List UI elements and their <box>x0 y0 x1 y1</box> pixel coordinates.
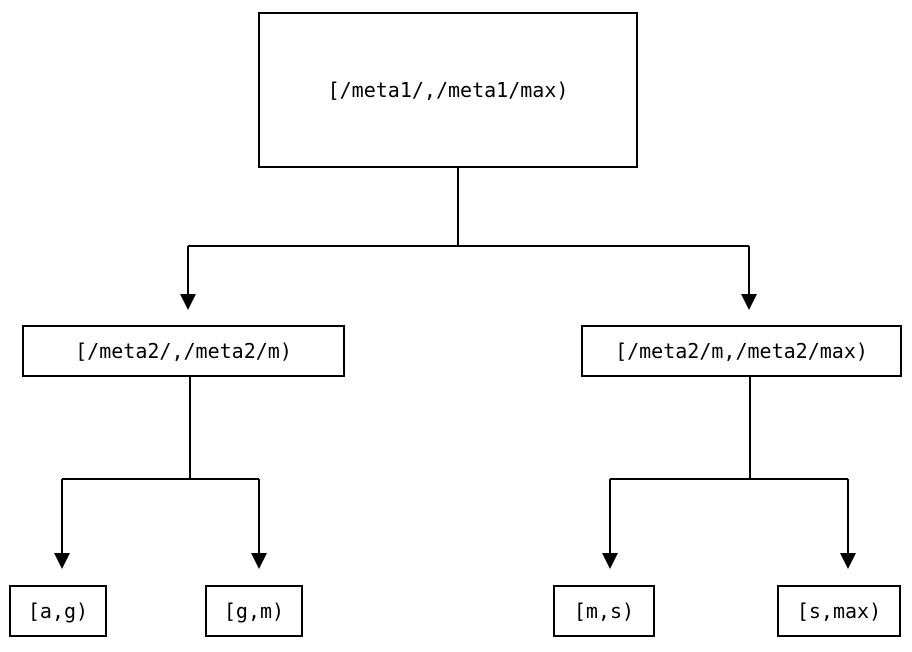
edge-midleft-to-leaves <box>54 377 267 569</box>
node-mid-right[interactable]: [/meta2/m,/meta2/max) <box>581 325 902 377</box>
arrowhead-to-leaf-ms <box>602 553 618 569</box>
arrowhead-to-leaf-ag <box>54 553 70 569</box>
edge-midright-to-leaves <box>602 377 856 569</box>
arrowhead-to-leaf-gm <box>251 553 267 569</box>
edge-root-to-middle-row <box>180 168 757 310</box>
node-leaf-a-g[interactable]: [a,g) <box>9 585 107 637</box>
node-leaf-g-m[interactable]: [g,m) <box>205 585 303 637</box>
arrowhead-to-leaf-smax <box>840 553 856 569</box>
node-leaf-s-max[interactable]: [s,max) <box>777 585 901 637</box>
node-leaf-m-s[interactable]: [m,s) <box>553 585 655 637</box>
node-mid-left[interactable]: [/meta2/,/meta2/m) <box>22 325 345 377</box>
node-root[interactable]: [/meta1/,/meta1/max) <box>258 12 638 168</box>
arrowhead-to-mid-right <box>741 294 757 310</box>
arrowhead-to-mid-left <box>180 294 196 310</box>
